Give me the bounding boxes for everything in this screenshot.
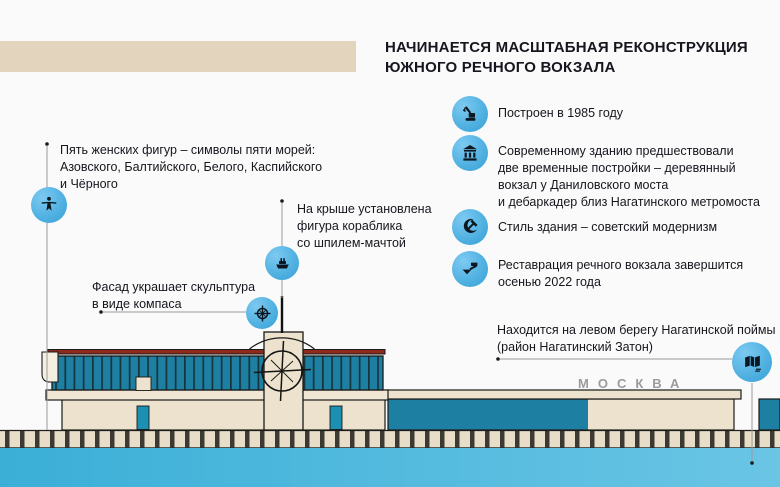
fact-built-year: Построен в 1985 году — [498, 106, 624, 120]
compass-rose — [253, 340, 312, 402]
statue-figure-icon — [41, 196, 57, 211]
river-name-label: МОСКВА — [578, 376, 689, 391]
anno-compass-text: Фасад украшает скульптура в виде компаса — [92, 280, 256, 311]
door — [329, 405, 343, 430]
window-band — [51, 355, 384, 391]
fact-bubble — [452, 209, 488, 245]
anno-bubble — [265, 246, 299, 280]
fact-bubble — [452, 251, 488, 287]
tower-dome-arc — [249, 337, 315, 350]
anno-ship-text: На крыше установлена фигура кораблика со… — [297, 202, 432, 250]
anno-location-text: Находится на левом берегу Нагатинской по… — [497, 323, 776, 354]
page-title: НАЧИНАЕТСЯ МАСШТАБНАЯ РЕКОНСТРУКЦИЯ ЮЖНО… — [385, 39, 748, 76]
hammer-sickle-icon — [463, 218, 478, 233]
fact-style: Стиль здания – советский модернизм — [498, 220, 718, 234]
anno-bubble — [246, 297, 278, 329]
station-building-icon — [463, 145, 477, 161]
header-accent-bar — [0, 41, 356, 72]
water — [0, 448, 780, 487]
door — [136, 405, 150, 430]
compass-icon — [254, 305, 270, 321]
roof-stripe — [47, 349, 386, 355]
anno-bubble — [31, 187, 67, 223]
excavator-icon — [462, 106, 476, 121]
right-wing — [384, 389, 780, 431]
anno-bubble — [732, 342, 772, 382]
riverbank-map-icon — [744, 355, 761, 372]
fact-bubble — [452, 96, 488, 132]
anno-statues-text: Пять женских фигур – символы пяти морей:… — [60, 143, 323, 191]
left-annex — [41, 351, 59, 383]
tower — [249, 296, 315, 431]
restoration-trowel-icon — [462, 262, 478, 275]
ship-icon — [275, 257, 289, 268]
main-building — [41, 349, 389, 431]
fact-bubble — [452, 135, 488, 171]
fact-predecessors: Современному зданию предшествовали две в… — [498, 144, 760, 209]
annotation-dots — [45, 142, 754, 465]
fact-restoration: Реставрация речного вокзала завершится о… — [498, 258, 744, 289]
pier — [0, 429, 780, 449]
